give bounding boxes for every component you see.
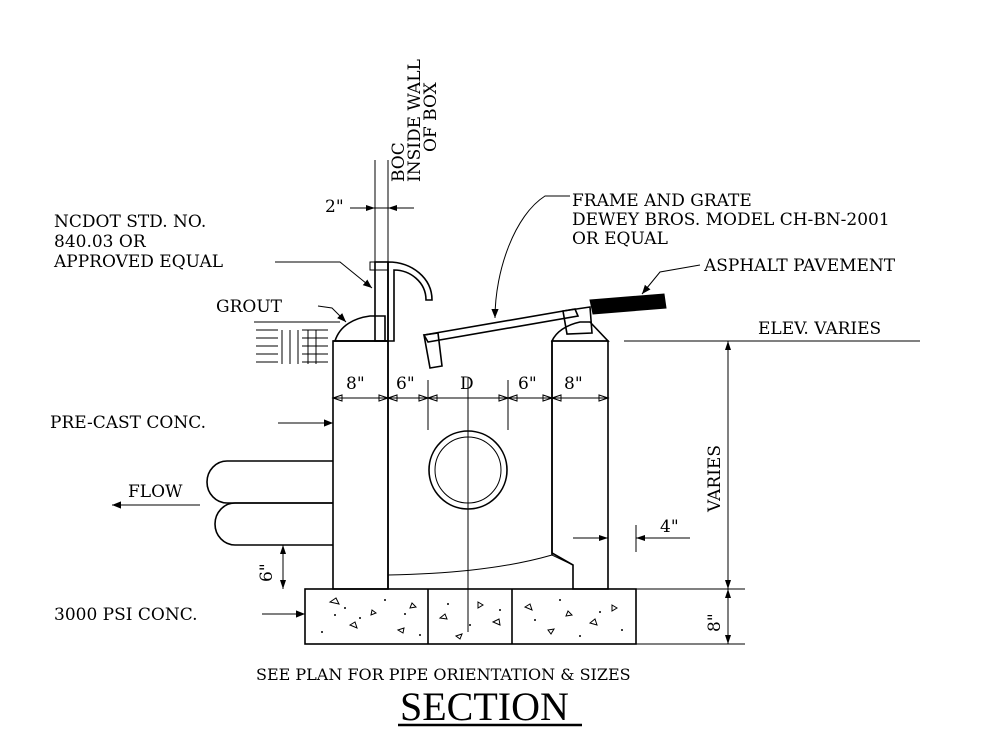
pipe-opening-inner [434, 436, 502, 504]
pipe-opening-outer [428, 430, 508, 510]
label-varies: VARIES [705, 445, 725, 513]
dim-base: 8" [705, 613, 725, 632]
concrete-aggregate-marks [328, 597, 618, 640]
dim-wall-left: 8" [346, 374, 365, 394]
label-ncdot-1: NCDOT STD. NO. [54, 212, 206, 232]
curb [374, 261, 389, 342]
label-ncdot-2: 840.03 OR [54, 232, 147, 252]
label-conc: 3000 PSI CONC. [54, 605, 198, 625]
dim-pipe-height: 6" [257, 563, 277, 582]
dim-thin-wall: 4" [660, 517, 679, 537]
note-pipe-orientation: SEE PLAN FOR PIPE ORIENTATION & SIZES [256, 665, 631, 684]
label-curb-offset: 2" [325, 197, 344, 217]
frame-and-grate [422, 306, 593, 369]
concrete-base-slab [304, 588, 637, 645]
invert-fillet [387, 554, 574, 590]
section-title: SECTION [400, 684, 569, 729]
dim-gap-right: 6" [518, 374, 537, 394]
asphalt-pavement [589, 293, 667, 315]
label-frame-3: OR EQUAL [572, 229, 668, 249]
label-of-box: OF BOX [421, 81, 441, 152]
dim-gap-left: 6" [396, 374, 415, 394]
label-frame-1: FRAME AND GRATE [572, 191, 752, 211]
outlet-pipe [206, 460, 333, 546]
label-precast: PRE-CAST CONC. [50, 413, 206, 433]
label-asphalt: ASPHALT PAVEMENT [703, 256, 896, 276]
ground-surface [254, 321, 340, 364]
grout-mound [333, 315, 386, 342]
label-ncdot-3: APPROVED EQUAL [53, 252, 223, 272]
label-frame-2: DEWEY BROS. MODEL CH-BN-2001 [572, 210, 890, 230]
label-flow: FLOW [128, 482, 183, 502]
dim-wall-right: 8" [564, 374, 583, 394]
label-boc: BOC [389, 142, 409, 182]
dim-pipe: D [460, 374, 474, 394]
label-elev: ELEV. VARIES [758, 319, 881, 339]
curb-hood [387, 261, 433, 342]
label-grout: GROUT [216, 297, 283, 317]
label-inside-wall: INSIDE WALL [405, 59, 425, 182]
